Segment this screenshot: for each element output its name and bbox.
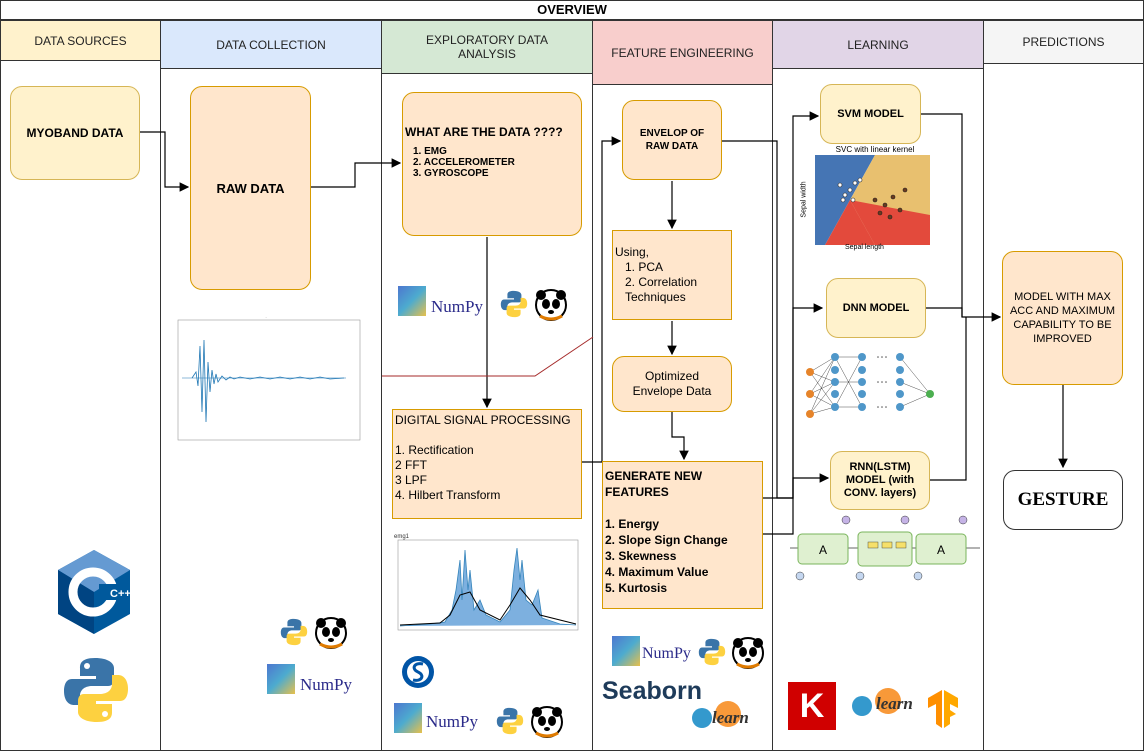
generate-title: GENERATE NEW FEATURES xyxy=(605,469,703,499)
lane-header: DATA SOURCES xyxy=(1,21,160,61)
svm-caption: SVC with linear kernel xyxy=(835,145,915,154)
dsp-item: 1. Rectification xyxy=(395,443,474,457)
dsp-title: DIGITAL SIGNAL PROCESSING xyxy=(395,413,571,427)
keras-logo-icon: K xyxy=(788,682,836,730)
svm-decision-plot xyxy=(815,155,930,245)
cpp-label: C++ xyxy=(110,588,131,600)
python-logo-icon xyxy=(500,290,528,318)
using-item: 2. Correlation Techniques xyxy=(625,275,698,304)
python-logo-icon xyxy=(64,658,128,722)
python-logo-icon xyxy=(496,707,524,735)
generate-item: 4. Maximum Value xyxy=(605,565,709,579)
myoband-label: MYOBAND DATA xyxy=(26,126,124,140)
lstm-cell-label: A xyxy=(819,543,827,557)
lane-feature-engineering: FEATURE ENGINEERING xyxy=(592,20,773,751)
raw-data-label: RAW DATA xyxy=(216,180,285,196)
raw-emg-plot: . xyxy=(177,314,361,441)
fft-plot-title: emg1 xyxy=(394,534,410,540)
svm-xlabel: Sepal length xyxy=(845,244,884,251)
lstm-chain-diagram: A A xyxy=(790,515,980,581)
numpy-label: NumPy xyxy=(431,297,483,316)
lane-header: EXPLORATORY DATA ANALYSIS xyxy=(382,21,592,74)
rnn-label: RNN(LSTM) MODEL (with CONV. layers) xyxy=(843,461,917,499)
gesture-node: GESTURE xyxy=(1003,470,1123,530)
what-data-item: 3. GYROSCOPE xyxy=(413,168,489,179)
sklearn-logo-icon xyxy=(692,701,741,728)
raw-data-node: RAW DATA xyxy=(190,86,311,290)
svm-label: SVM MODEL xyxy=(837,108,904,120)
using-item: 1. PCA xyxy=(625,260,664,274)
generate-item: 5. Kurtosis xyxy=(605,581,668,595)
model-max-label: MODEL WITH MAX ACC AND MAXIMUM CAPABILIT… xyxy=(1009,291,1116,345)
dsp-node: DIGITAL SIGNAL PROCESSING 1. Rectificati… xyxy=(392,409,582,519)
numpy-label: NumPy xyxy=(642,645,691,662)
numpy-logo-icon xyxy=(398,286,426,316)
what-are-data-node: WHAT ARE THE DATA ???? 1. EMG 2. ACCELER… xyxy=(402,92,582,236)
envelop-node: ENVELOP OF RAW DATA xyxy=(622,100,722,180)
numpy-logo-icon xyxy=(267,664,295,694)
envelop-label: ENVELOP OF RAW DATA xyxy=(639,128,705,152)
numpy-label: NumPy xyxy=(426,712,478,731)
pandas-logo-icon xyxy=(531,706,563,738)
dsp-item: 2 FFT xyxy=(395,458,427,472)
what-data-title: WHAT ARE THE DATA ???? xyxy=(405,125,563,139)
using-title: Using, xyxy=(615,245,650,259)
numpy-logo-icon xyxy=(612,636,640,666)
fft-envelope-plot: emg1 xyxy=(390,530,582,642)
svm-model-node: SVM MODEL xyxy=(820,84,921,144)
seaborn-logo: Seaborn xyxy=(602,677,703,705)
dnn-label: DNN MODEL xyxy=(842,302,910,314)
python-logo-icon xyxy=(698,638,726,666)
generate-item: 3. Skewness xyxy=(605,549,677,563)
lane-header: FEATURE ENGINEERING xyxy=(593,21,772,85)
numpy-label: NumPy xyxy=(300,675,352,694)
optimized-envelope-node: Optimized Envelope Data xyxy=(612,356,732,412)
gesture-label: GESTURE xyxy=(1017,489,1109,510)
lstm-cell-label: A xyxy=(937,543,945,557)
pandas-logo-icon xyxy=(732,637,764,669)
dnn-network-diagram xyxy=(806,353,934,418)
keras-label: K xyxy=(799,686,825,725)
lane-eda: EXPLORATORY DATA ANALYSIS xyxy=(381,20,593,751)
numpy-logo-icon xyxy=(394,703,422,733)
cpp-logo-icon: C++ xyxy=(58,550,131,634)
what-data-item: 1. EMG xyxy=(413,146,447,157)
generate-item: 1. Energy xyxy=(605,517,660,531)
scipy-logo-icon xyxy=(402,656,434,688)
lane-header: DATA COLLECTION xyxy=(161,21,381,69)
tensorflow-logo-icon xyxy=(928,690,958,728)
what-data-item: 2. ACCELEROMETER xyxy=(413,157,515,168)
svm-ylabel: Sepal width xyxy=(800,181,808,218)
pandas-logo-icon xyxy=(535,289,567,321)
dsp-item: 3 LPF xyxy=(395,473,428,487)
rnn-model-node: RNN(LSTM) MODEL (with CONV. layers) xyxy=(830,451,930,510)
lane-data-collection: DATA COLLECTION xyxy=(160,20,382,751)
sklearn-label: learn xyxy=(876,694,913,713)
lane-header: LEARNING xyxy=(773,21,983,69)
dnn-model-node: DNN MODEL xyxy=(826,278,926,338)
dsp-item: 4. Hilbert Transform xyxy=(395,488,501,502)
generate-features-node: GENERATE NEW FEATURES 1. Energy 2. Slope… xyxy=(602,461,763,609)
svg-text:.: . xyxy=(265,314,266,319)
pandas-logo-icon xyxy=(315,617,347,649)
myoband-data-node: MYOBAND DATA xyxy=(10,86,140,180)
optimized-label: Optimized Envelope Data xyxy=(632,369,712,398)
python-logo-icon xyxy=(280,618,308,646)
sklearn-label: learn xyxy=(712,708,749,727)
overview-title: OVERVIEW xyxy=(0,0,1144,20)
model-max-node: MODEL WITH MAX ACC AND MAXIMUM CAPABILIT… xyxy=(1002,251,1123,385)
using-node: Using, 1. PCA 2. Correlation Techniques xyxy=(612,230,732,320)
generate-item: 2. Slope Sign Change xyxy=(605,533,728,547)
sklearn-logo-icon xyxy=(852,688,901,716)
lane-header: PREDICTIONS xyxy=(984,21,1143,64)
